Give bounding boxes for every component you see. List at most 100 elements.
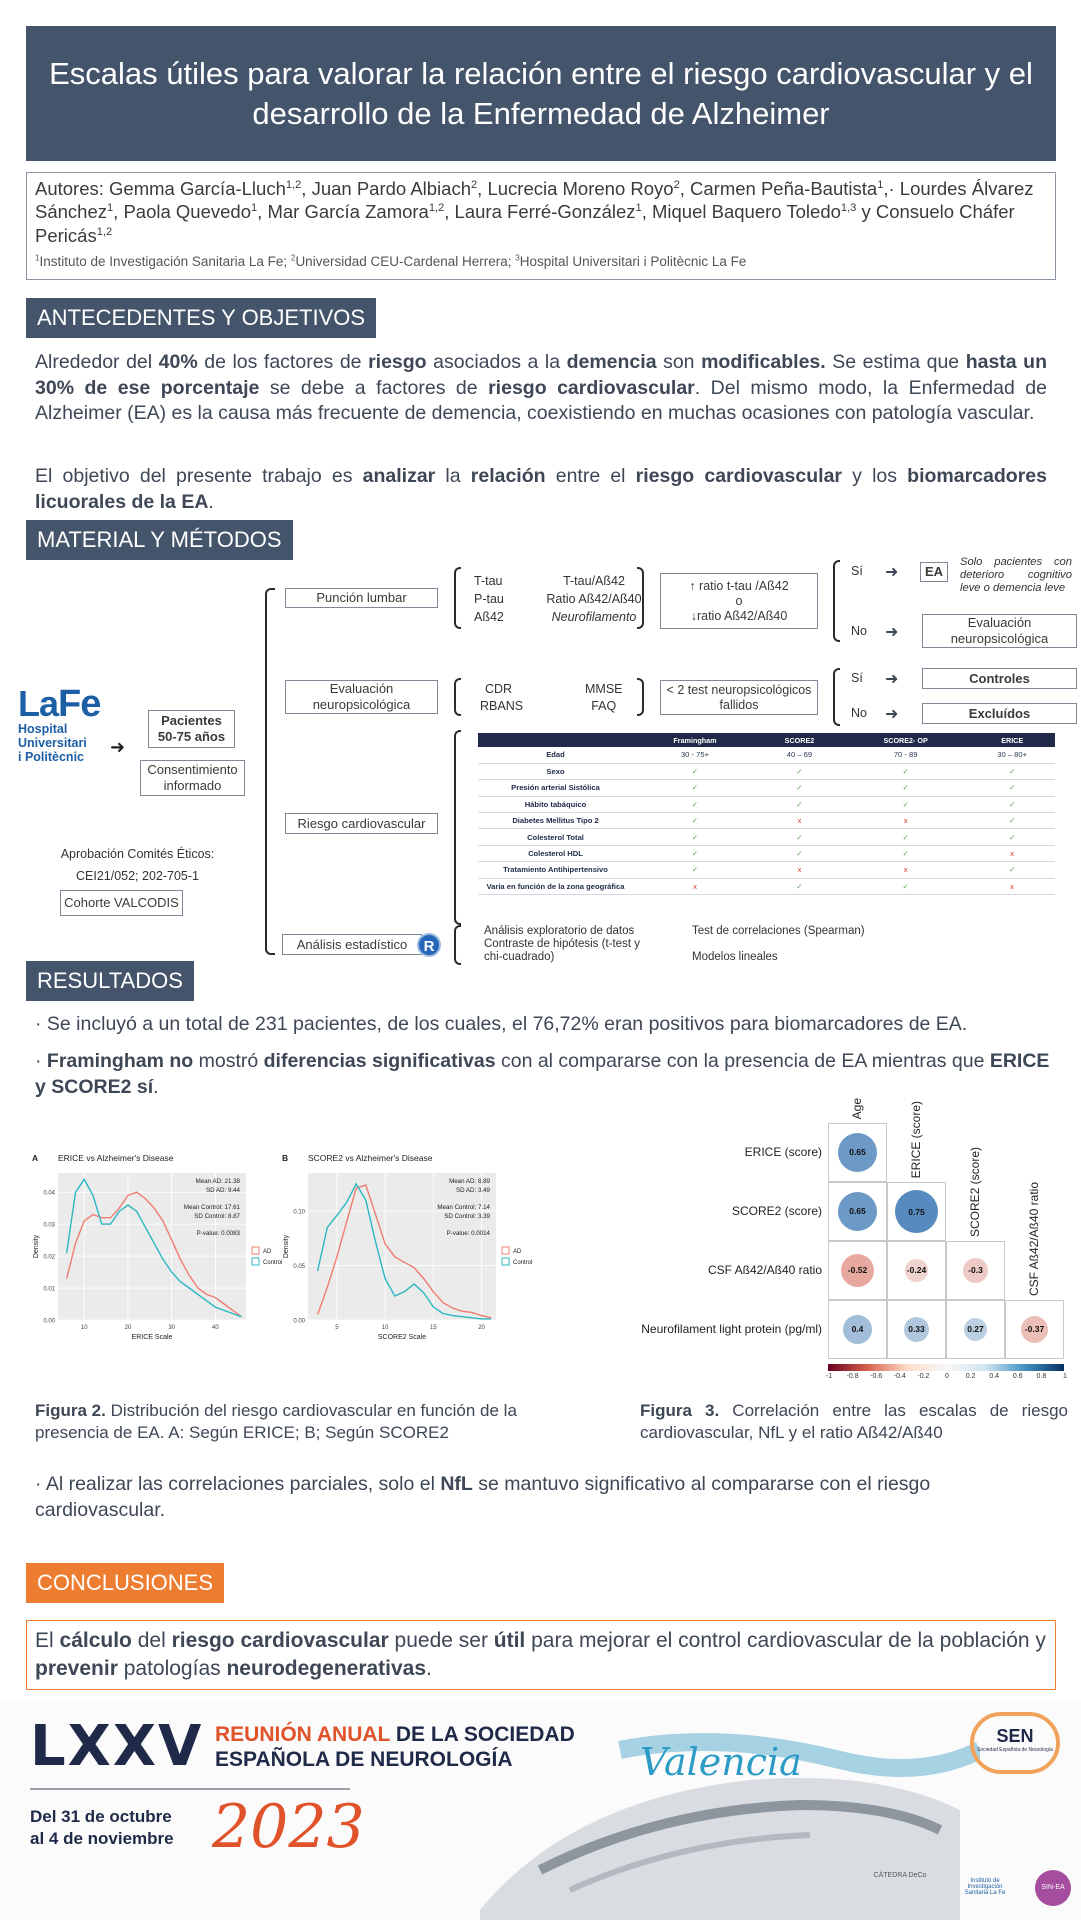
reunion-title: REUNIÓN ANUAL DE LA SOCIEDAD ESPAÑOLA DE…	[215, 1723, 575, 1771]
figure-3-caption: Figura 3. Correlación entre las escalas …	[640, 1401, 1068, 1443]
scale-tick-label: -0.6	[870, 1373, 883, 1380]
corr-circle: -0.37	[1020, 1315, 1049, 1344]
panel-letter: B	[282, 1153, 288, 1163]
y-tick-label: 0.00	[43, 1319, 55, 1325]
legend-label: AD	[513, 1249, 522, 1255]
result-bullet-3: · Al realizar las correlaciones parciale…	[35, 1473, 931, 1521]
table-cell-label: Varía en función de la zona geográfica	[478, 878, 633, 896]
table-cell: x	[756, 812, 842, 830]
stat-label: SD Control: 8.87	[194, 1213, 240, 1220]
section-resultados: RESULTADOS	[26, 961, 194, 1001]
table-cell: 70 - 89	[841, 747, 970, 764]
authors-box: Autores: Gemma García-Lluch1,2, Juan Par…	[26, 172, 1056, 280]
figure-2-caption: Figura 2. Distribución del riesgo cardio…	[35, 1401, 517, 1443]
table-header: SCORE2	[756, 733, 842, 747]
table-header: SCORE2- OP	[841, 733, 970, 747]
valencia-text: Valencia	[640, 1740, 802, 1784]
x-tick-label: 10	[382, 1325, 389, 1331]
table-cell: ✓	[633, 779, 757, 797]
row-label: Neurofilament light protein (pg/ml)	[641, 1322, 822, 1336]
analisis-item: Test de correlaciones (Spearman)	[692, 925, 865, 937]
table-cell-label: Diabetes Mellitus Tipo 2	[478, 812, 633, 830]
scale-tick-label: -0.8	[846, 1373, 859, 1380]
excluidos-box: Excluídos	[922, 703, 1077, 724]
table-cell: ✓	[633, 828, 757, 846]
corr-circle: -0.52	[840, 1253, 875, 1288]
x-tick-label: 20	[125, 1325, 132, 1331]
table-cell: x	[841, 812, 970, 830]
stat-label: SD AD: 9.44	[206, 1187, 241, 1194]
table-cell: ✓	[633, 861, 757, 879]
scale-tick-label: 0.4	[989, 1373, 1000, 1380]
brace-riesgo	[454, 730, 461, 925]
corr-cell	[828, 1300, 887, 1359]
legend-label: Control	[513, 1260, 532, 1266]
y-tick-label: 0.01	[43, 1287, 55, 1293]
y-axis-label: Density	[283, 1234, 290, 1258]
table-cell-label: Presión arterial Sistólica	[478, 779, 633, 797]
stat-label: Mean AD: 21.38	[196, 1178, 241, 1185]
scale-tick-label: -0.4	[893, 1373, 906, 1380]
corr-circle: 0.65	[837, 1132, 878, 1173]
table-cell: ✓	[633, 845, 757, 863]
stat-label: P-value: 0.0014	[447, 1230, 491, 1237]
antecedentes-p1: Alrededor del 40% de los factores de rie…	[35, 351, 1047, 425]
controles-box: Controles	[922, 668, 1077, 689]
main-brace	[265, 588, 275, 955]
sin-ea-logo: SIN-EA	[1035, 1870, 1071, 1906]
result-bullet-1: · Se incluyó a un total de 231 pacientes…	[35, 1013, 968, 1035]
table-cell: x	[633, 878, 757, 896]
conclusion-box: El cálculo del riesgo cardiovascular pue…	[26, 1620, 1056, 1690]
stat-label: P-value: 0.0083	[197, 1230, 241, 1237]
table-cell: 30 – 80+	[969, 747, 1055, 764]
antecedentes-p2: El objetivo del presente trabajo es anal…	[35, 465, 1047, 513]
table-cell: ✓	[969, 796, 1055, 814]
col-label: CSF Aß42/Aß40 ratio	[1027, 1181, 1041, 1296]
arrow-icon: ➜	[885, 671, 899, 688]
comites-text: Aprobación Comités Éticos:CEI21/052; 202…	[60, 847, 215, 883]
table-cell: ✓	[841, 796, 970, 814]
section-antecedentes: ANTECEDENTES Y OBJETIVOS	[26, 298, 377, 338]
table-cell-label: Sexo	[478, 763, 633, 781]
sen-logo: SEN Sociedad Española de Neurología	[970, 1712, 1060, 1774]
x-axis-label: SCORE2 Scale	[378, 1334, 426, 1341]
table-header: ERICE	[969, 733, 1055, 747]
riesgo-box: Riesgo cardiovascular	[285, 813, 438, 834]
result-bullet-2: · Framingham no mostró diferencias signi…	[35, 1050, 1050, 1098]
table-cell-label: Hábito tabáquico	[478, 796, 633, 814]
table-header: Framingham	[633, 733, 757, 747]
corr-cell	[946, 1300, 1005, 1359]
si-label: Sí	[851, 564, 863, 578]
stat-label: Mean Control: 7.14	[437, 1204, 490, 1211]
table-cell: ✓	[756, 878, 842, 896]
x-tick-label: 30	[168, 1325, 175, 1331]
solo-pacientes-note: Solo pacientes con deterioro cognitivo l…	[960, 556, 1072, 594]
table-row: Colesterol HDL✓✓✓x	[478, 845, 1055, 863]
table-row: Colesterol Total✓✓✓✓	[478, 828, 1055, 846]
stat-label: Mean Control: 17.61	[184, 1204, 241, 1211]
col-label: ERICE (score)	[909, 1100, 923, 1178]
table-cell: ✓	[756, 796, 842, 814]
arrow-icon: ➜	[885, 564, 899, 581]
table-cell: ✓	[756, 845, 842, 863]
y-tick-label: 0.03	[43, 1223, 55, 1229]
scale-tick-label: 0.8	[1036, 1373, 1047, 1380]
y-tick-label: 0.05	[293, 1264, 305, 1270]
corr-cell	[828, 1182, 887, 1241]
corr-cell	[887, 1300, 946, 1359]
corr-circle: 0.75	[894, 1189, 939, 1234]
table-cell: ✓	[633, 763, 757, 781]
arrow-icon: ➜	[885, 624, 899, 641]
table-cell: x	[841, 861, 970, 879]
